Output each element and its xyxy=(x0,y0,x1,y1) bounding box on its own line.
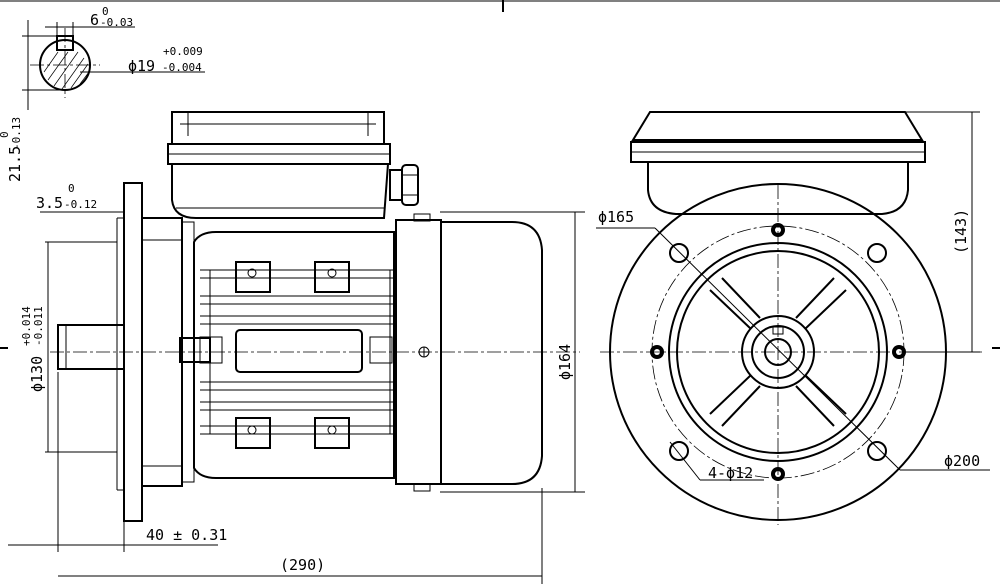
mounting-holes xyxy=(669,243,887,461)
key-height-tol-upper: 0 xyxy=(0,131,11,138)
overall-length-dim: (290) xyxy=(280,556,325,574)
fan-cover xyxy=(440,221,543,485)
height-ref-dim: (143) xyxy=(952,209,970,254)
flange-dia-dim: ϕ200 xyxy=(944,452,980,470)
shaft-section-detail xyxy=(22,20,205,110)
cable-gland xyxy=(389,169,403,201)
spigot-dia-tol-lower: -0.011 xyxy=(32,306,45,346)
key-width-tol-upper: 0 xyxy=(102,5,109,18)
flange-offset-tol-upper: 0 xyxy=(68,182,75,195)
output-shaft xyxy=(57,324,125,370)
terminal-box xyxy=(171,163,390,219)
terminal-box-lid xyxy=(171,111,385,145)
motor-body xyxy=(193,231,395,479)
key-height-dim: 21.5 xyxy=(6,146,24,182)
front-terminal-lid xyxy=(631,111,924,141)
body-dia-dim: ϕ164 xyxy=(556,344,574,380)
spigot-dia-dim: ϕ130 xyxy=(28,356,46,392)
flange-offset-dim: 3.5 xyxy=(36,194,63,212)
pcd-dim: ϕ165 xyxy=(598,208,634,226)
spigot-dia-tol-upper: +0.014 xyxy=(20,306,33,346)
shaft-dia-dim: ϕ19 xyxy=(128,57,155,75)
key-height-tol-lower: -0.13 xyxy=(10,117,23,150)
key-width-tol-lower: -0.03 xyxy=(100,16,133,29)
side-dimensions xyxy=(8,211,585,584)
shaft-dia-tol-upper: +0.009 xyxy=(163,45,203,58)
holes-dim: 4-ϕ12 xyxy=(708,464,753,482)
shaft-length-dim: 40 ± 0.31 xyxy=(146,526,227,544)
motor-side-view xyxy=(50,111,580,522)
shaft-dia-tol-lower: -0.004 xyxy=(162,61,202,74)
key-width-dim: 6 xyxy=(90,11,99,29)
flange-offset-tol-lower: -0.12 xyxy=(64,198,97,211)
motor-front-view xyxy=(596,111,990,525)
